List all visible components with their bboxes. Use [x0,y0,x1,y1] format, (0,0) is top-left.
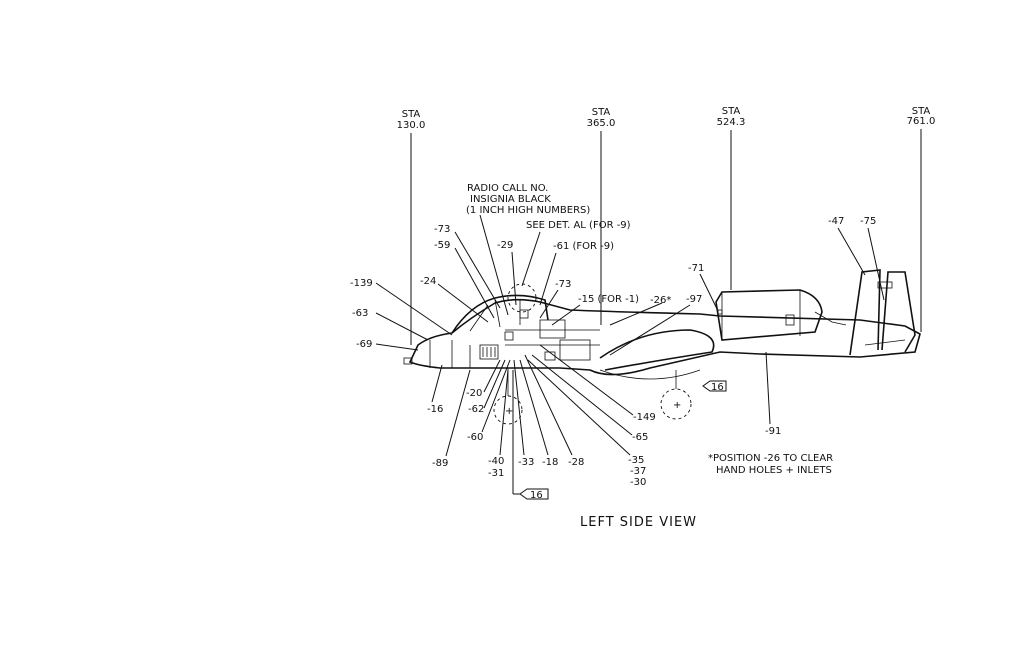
station-761: STA 761.0 [907,106,936,332]
callouts: -139 -24 -73 -59 -29 -61 (FOR -9) -73 -1… [350,216,885,488]
svg-text:(1 INCH HIGH NUMBERS): (1 INCH HIGH NUMBERS) [466,205,590,216]
callout: -40 [488,456,504,467]
callout: -73 [434,224,450,235]
callout: -35 [628,455,644,466]
svg-text:16: 16 [530,490,543,501]
callout: -15 (FOR -1) [578,294,639,305]
svg-text:SEE DET. AL (FOR -9): SEE DET. AL (FOR -9) [526,220,631,231]
callout: -24 [420,276,436,287]
callout: -149 [633,412,656,423]
callout: -65 [632,432,648,443]
detail-tag-a: 16 [702,380,727,393]
svg-text:HAND HOLES + INLETS: HAND HOLES + INLETS [716,465,832,476]
view-title: LEFT SIDE VIEW [580,515,697,530]
callout: -89 [432,458,448,469]
station-label: STA [592,107,611,118]
callout: -20 [466,388,482,399]
callout: -16 [427,404,443,415]
callout: -63 [352,308,368,319]
aircraft-outline [403,269,921,380]
position-note: *POSITION -26 TO CLEAR HAND HOLES + INLE… [708,453,833,476]
svg-text:RADIO CALL NO.: RADIO CALL NO. [467,183,548,194]
callout: -26* [650,295,671,306]
station-365: STA 365.0 [587,107,616,325]
callout: -29 [497,240,513,251]
detail-tag-b: 16 [512,370,549,501]
callout: -37 [630,466,646,477]
svg-text:16: 16 [711,382,724,393]
callout: -31 [488,468,504,479]
station-value: 761.0 [907,116,936,127]
callout: -73 [555,279,571,290]
callout: -71 [688,263,704,274]
detail-circle [507,283,537,313]
callout: -28 [568,457,584,468]
callout: -62 [468,404,484,415]
station-value: 130.0 [397,120,426,131]
callout: -97 [686,294,702,305]
station-value: 365.0 [587,118,616,129]
main-wheel: + [660,370,692,420]
station-label: STA [912,106,931,117]
callout: -139 [350,278,373,289]
callout: -60 [467,432,483,443]
see-detail-note: SEE DET. AL (FOR -9) [521,220,631,287]
svg-text:+: + [673,400,681,411]
callout: -69 [356,339,372,350]
callout: -61 (FOR -9) [553,241,614,252]
callout: -59 [434,240,450,251]
station-value: 524.3 [717,117,746,128]
station-130: STA 130.0 [397,109,426,345]
svg-text:+: + [505,406,513,417]
callout: -47 [828,216,844,227]
callout: -18 [542,457,558,468]
radio-call-note: RADIO CALL NO. INSIGNIA BLACK (1 INCH HI… [466,183,590,316]
callout: -33 [518,457,534,468]
svg-text:*POSITION -26 TO CLEAR: *POSITION -26 TO CLEAR [708,453,833,464]
callout: -91 [765,426,781,437]
svg-text:INSIGNIA BLACK: INSIGNIA BLACK [470,194,551,205]
station-label: STA [402,109,421,120]
callout: -30 [630,477,646,488]
callout: -75 [860,216,876,227]
station-label: STA [722,106,741,117]
station-524: STA 524.3 [717,106,746,290]
